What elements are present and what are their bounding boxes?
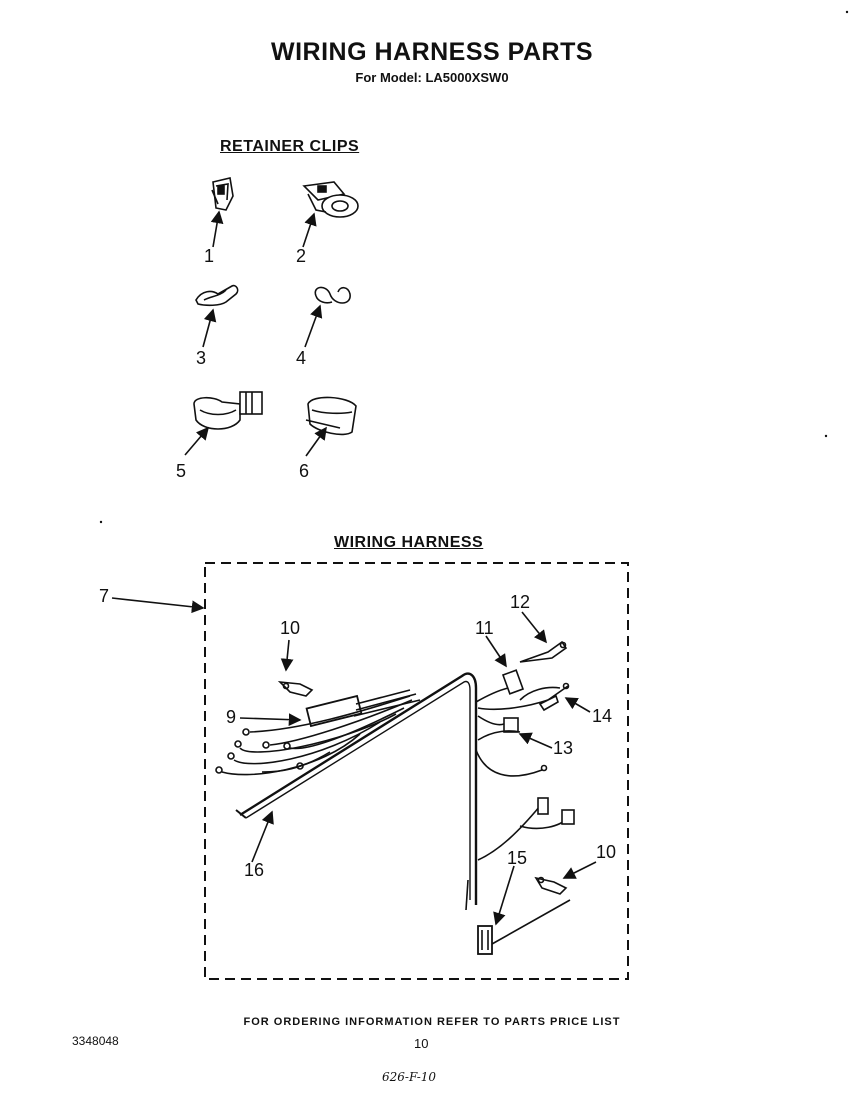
- clip-4-leader: [304, 304, 323, 348]
- callout-5-label: 5: [176, 461, 187, 481]
- callout-14-leader: [564, 697, 591, 713]
- callout-9-leader: [239, 713, 302, 727]
- callout-1-label: 1: [204, 246, 215, 266]
- callout-10a-leader: [280, 639, 294, 672]
- clip-3-part: [195, 284, 239, 307]
- page-number: 10: [414, 1036, 429, 1051]
- terminal-10a-part: [277, 680, 314, 697]
- harness-trunk: [235, 672, 478, 911]
- harness-border: [204, 562, 629, 980]
- clip-3-leader: [202, 308, 217, 348]
- callout-2-label: 2: [296, 246, 307, 266]
- callout-16-label: 16: [244, 860, 265, 880]
- page-title: WIRING HARNESS PARTS: [270, 38, 594, 66]
- callout-7-leader: [111, 597, 205, 614]
- clip-5-part: [193, 391, 263, 430]
- callout-15-leader: [493, 865, 515, 926]
- clip-2-leader: [302, 212, 317, 248]
- retainer-clips-heading: RETAINER CLIPS: [220, 138, 360, 155]
- callout-4-label: 4: [296, 348, 307, 368]
- callout-14-label: 14: [592, 706, 613, 726]
- callout-7-label: 7: [99, 586, 110, 606]
- terminal-12-part: [519, 640, 568, 663]
- ordering-note: FOR ORDERING INFORMATION REFER TO PARTS …: [243, 1016, 621, 1028]
- clip-1-leader: [210, 210, 224, 248]
- callout-10b-label: 10: [596, 842, 617, 862]
- callout-6-label: 6: [299, 461, 310, 481]
- callout-15-label: 15: [507, 848, 528, 868]
- clip-6-part: [305, 396, 357, 436]
- model-subtitle: For Model: LA5000XSW0: [355, 70, 509, 85]
- terminal-10b-part: [534, 876, 568, 895]
- connector-13-part: [477, 715, 521, 741]
- loop-wire-part: [475, 749, 575, 861]
- clip-1-part: [211, 177, 234, 211]
- callout-3-label: 3: [196, 348, 207, 368]
- left-branch-wires: [215, 695, 413, 776]
- callout-11-label: 11: [475, 618, 494, 638]
- callout-13-label: 13: [553, 738, 574, 758]
- callout-9-label: 9: [226, 707, 237, 727]
- callout-12-leader: [521, 611, 547, 644]
- stray-marks: [99, 10, 849, 524]
- clip-5-leader: [184, 426, 210, 456]
- callout-11-leader: [485, 635, 507, 668]
- wiring-harness-heading: WIRING HARNESS: [334, 534, 484, 551]
- callout-16-leader: [251, 810, 274, 863]
- handwritten-code: 626-F-10: [382, 1070, 437, 1084]
- branch-14-part: [477, 682, 570, 712]
- document-number: 3348048: [72, 1034, 119, 1048]
- clip-4-part: [314, 286, 351, 304]
- callout-13-leader: [518, 732, 553, 749]
- connector-15-part: [477, 899, 571, 955]
- callout-12-label: 12: [510, 592, 531, 612]
- callout-10b-leader: [562, 861, 597, 879]
- connector-11-part: [475, 669, 525, 703]
- clip-6-leader: [305, 426, 327, 457]
- clip-2-part: [302, 181, 359, 218]
- callout-10a-label: 10: [280, 618, 301, 638]
